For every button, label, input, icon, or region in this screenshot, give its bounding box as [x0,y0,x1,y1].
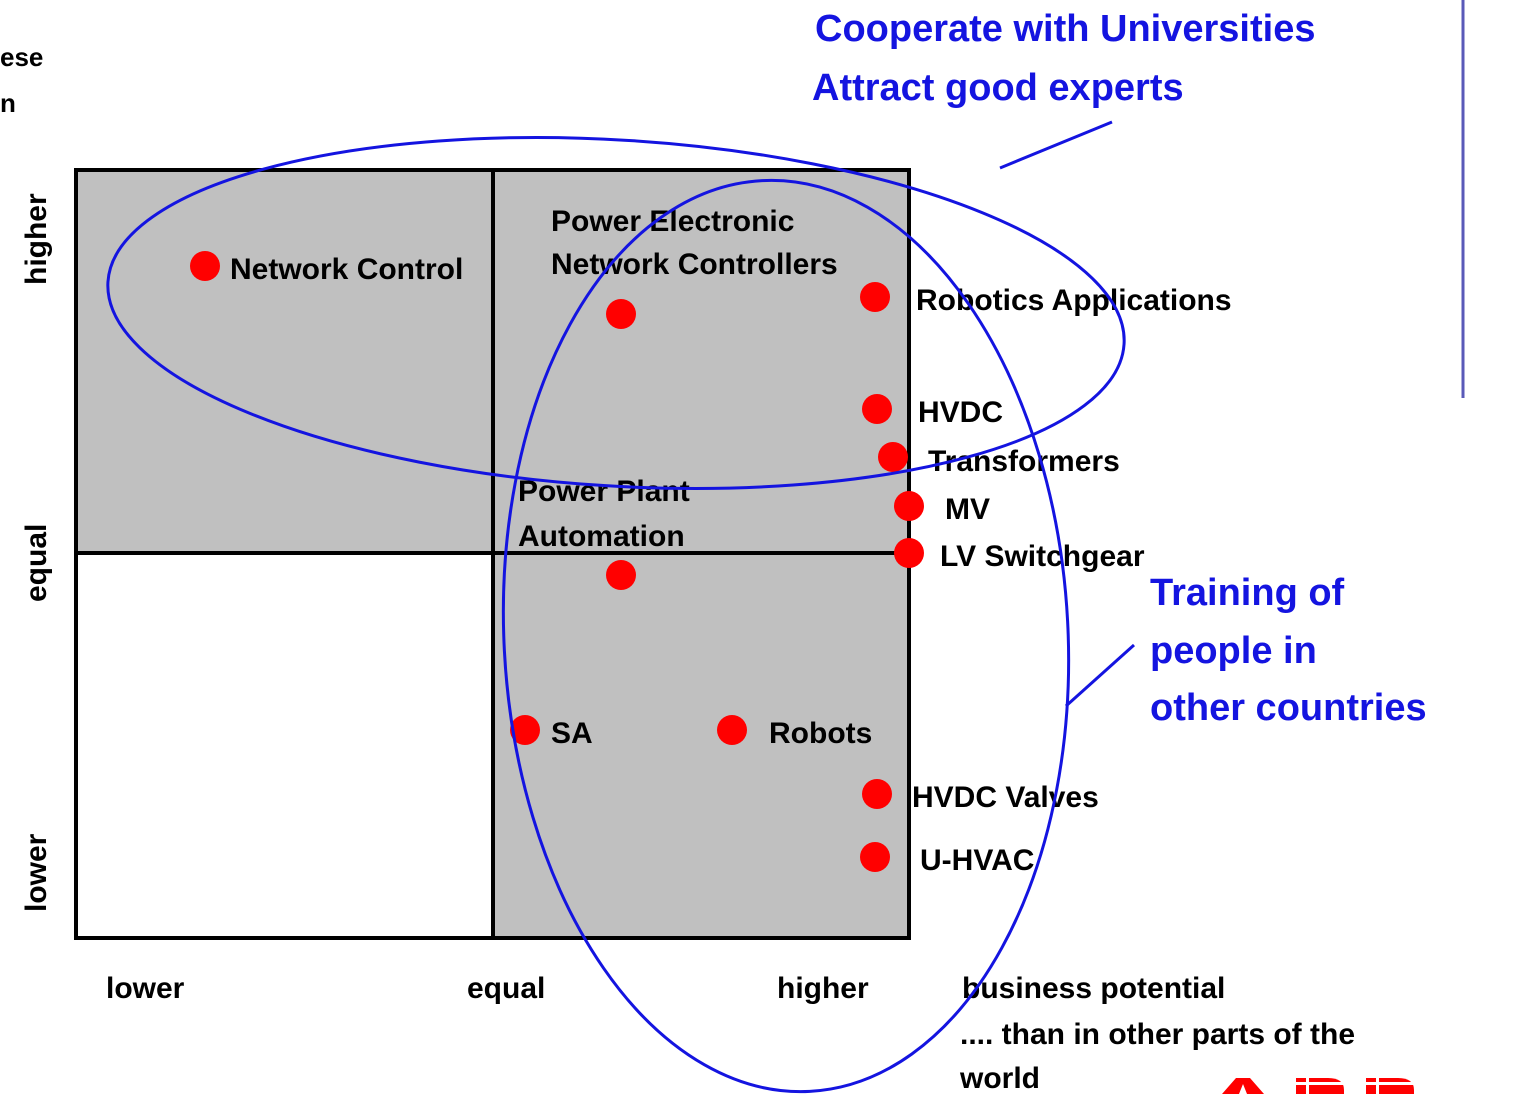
label-sa: SA [551,717,593,750]
y-axis-higher-label: higher [20,193,53,285]
label-transformers: Transformers [928,445,1120,478]
quadrant-top-left [76,170,493,553]
dot-hvdc-valves [862,779,892,809]
label-u-hvac: U-HVAC [920,844,1034,877]
dot-mv [894,491,924,521]
dot-hvdc [862,394,892,424]
label-network-control: Network Control [230,253,463,286]
dot-robotics-applications [860,282,890,312]
label-robots: Robots [769,717,872,750]
top-left-fragment-2: n [0,88,16,118]
x-axis-equal-label: equal [467,972,545,1005]
training-callout-line2: people in [1150,630,1317,672]
label-lv-switchgear: LV Switchgear [940,540,1145,573]
universities-callout-line2: Attract good experts [812,67,1184,109]
dot-robots [717,715,747,745]
x-axis-note-line2: world [959,1062,1040,1094]
quadrant-bottom-left [76,553,493,938]
dot-network-control [190,251,220,281]
quadrant-bottom-right [493,553,909,938]
x-axis-title: business potential [962,972,1225,1005]
training-callout-line1: Training of [1150,572,1345,614]
dot-transformers [878,442,908,472]
dot-power-plant-automation [606,560,636,590]
universities-callout-line1: Cooperate with Universities [815,8,1315,50]
label-power-plant-line2: Automation [518,520,685,553]
y-axis-equal-label: equal [20,524,53,602]
label-mv: MV [945,493,990,526]
dot-u-hvac [860,842,890,872]
y-axis-lower-label: lower [20,833,53,912]
training-pointer [1064,643,1136,708]
x-axis-lower-label: lower [106,972,185,1005]
training-ellipse [501,178,1071,1094]
label-hvdc: HVDC [918,396,1003,429]
training-callout-line3: other countries [1150,687,1427,729]
dot-lv-switchgear [894,538,924,568]
universities-ellipse [106,136,1126,490]
universities-pointer [999,120,1113,170]
x-axis-higher-label: higher [777,972,869,1005]
label-power-electronic-line2: Network Controllers [551,248,838,281]
abb-logo [1222,1078,1414,1094]
dot-sa [510,715,540,745]
label-robotics-applications: Robotics Applications [916,284,1232,317]
x-axis-note-line1: .... than in other parts of the [960,1018,1355,1051]
top-left-fragment-1: ese [0,42,43,72]
label-hvdc-valves: HVDC Valves [912,781,1099,814]
dot-power-electronic [606,299,636,329]
